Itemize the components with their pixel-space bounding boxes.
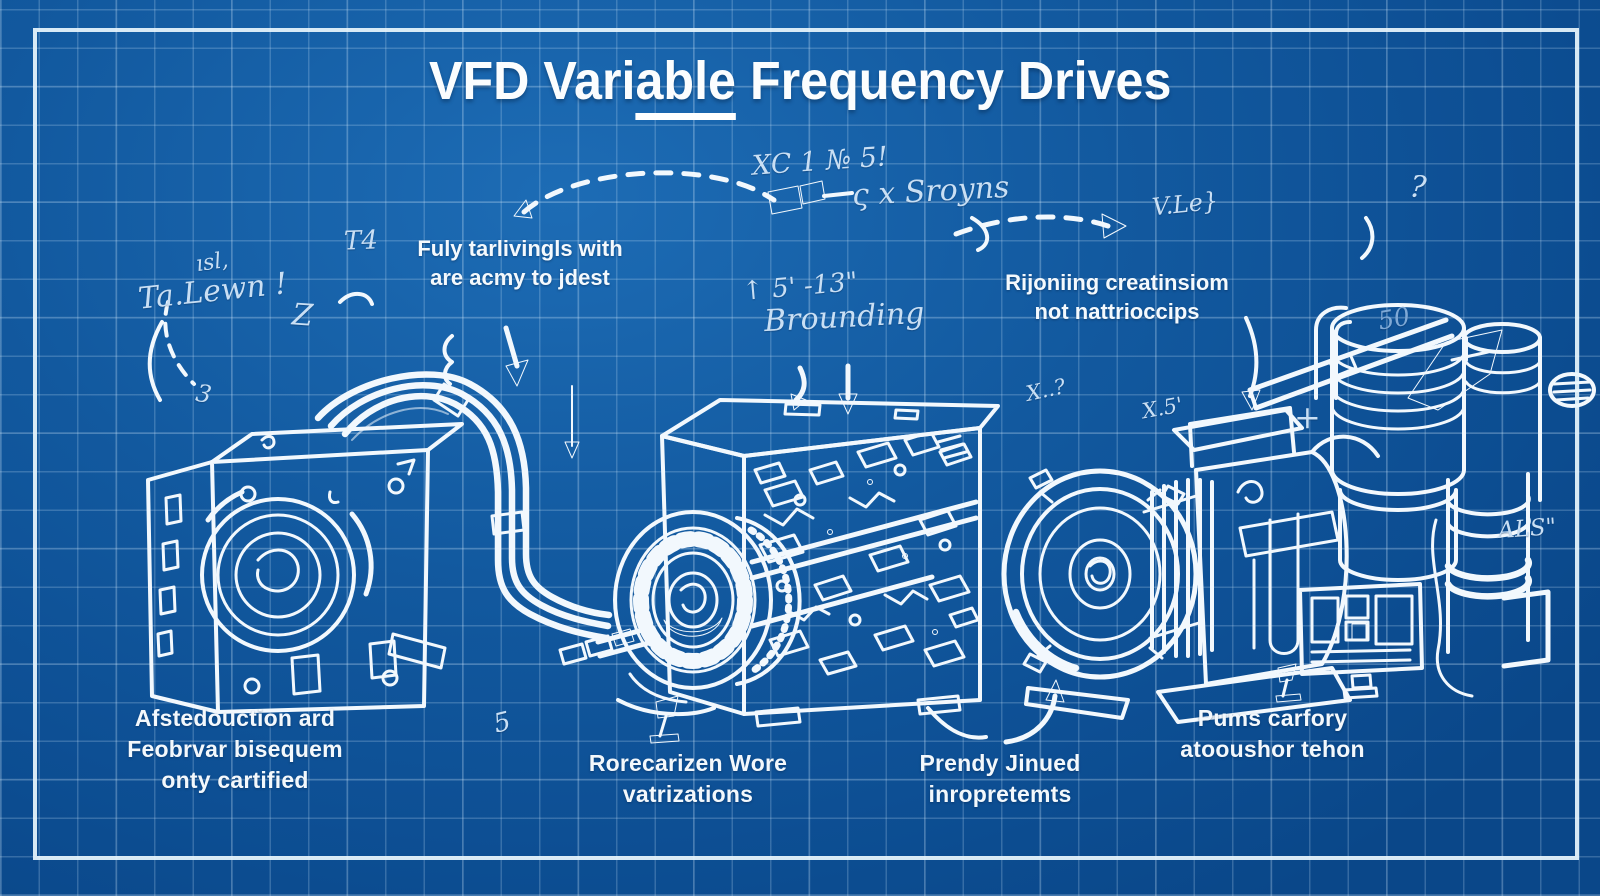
tank-assembly-drawing <box>1247 303 1596 698</box>
note-grounding: Rijoniing creatinsiom not nattrioccips <box>1005 270 1229 325</box>
dashed-route-lines <box>147 170 1375 745</box>
caption-drive: Rorecarizen Wore vatrizations <box>588 750 788 807</box>
up-arrowhead-icon <box>513 199 533 219</box>
control-panel-drawing <box>1298 582 1424 700</box>
title-prefix: VFD Vari <box>428 51 636 111</box>
annotation-t4: T4 <box>343 225 379 257</box>
caption-gearbox: Afstedouction ard Feobrvar bisequem onty… <box>127 705 343 793</box>
annotation-plus: + <box>1294 398 1321 436</box>
title-suffix: Frequency Drives <box>735 51 1172 111</box>
caption-motor: Prendy Jinued inropretemts <box>919 750 1081 807</box>
plug-connector-icon <box>767 185 803 215</box>
page-title: VFD Variable Frequency Drives <box>0 50 1600 120</box>
rotor-wheel-drawing <box>558 510 802 704</box>
annotation-fifty: 50 <box>1375 301 1413 336</box>
cable-conduit-drawing <box>314 371 613 670</box>
marker-flag-icon <box>655 695 679 719</box>
title-underline: able <box>635 50 736 120</box>
pump-drawing <box>1001 316 1380 724</box>
pointer-arrow-icon <box>503 325 520 369</box>
note-cabling: Fuly tarlivingls with are acmy to jdest <box>417 236 623 291</box>
vfd-enclosure-drawing <box>660 363 1000 728</box>
vfd-internal-components <box>749 430 980 676</box>
annotation-z: Z <box>290 297 315 334</box>
annotation-als: ALS" <box>1497 514 1558 544</box>
marker-flag-icons <box>649 663 1302 744</box>
marker-flag-icon <box>1277 663 1297 683</box>
curved-up-arrow-icon <box>1003 693 1058 745</box>
caption-pump: Pums carfory atooushor tehon <box>1180 705 1365 762</box>
right-arrowhead-icon <box>1101 213 1127 239</box>
gearbox-drawing <box>146 422 464 714</box>
